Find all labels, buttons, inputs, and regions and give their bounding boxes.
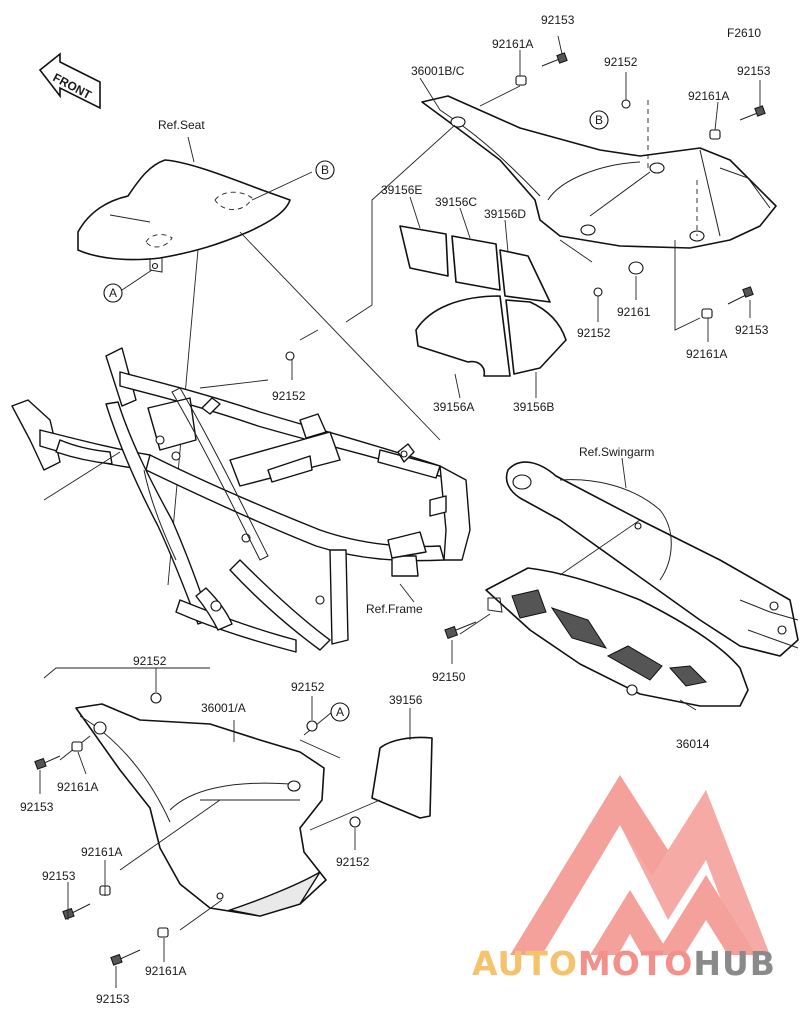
label-92150: 92150 [432,670,466,684]
ref-swingarm-label: Ref.Swingarm [579,445,654,459]
callout-a-seat: A [103,283,123,303]
label-92153-d: 92153 [20,800,54,814]
label-92161a-c: 92161A [686,347,727,361]
label-36014: 36014 [676,737,710,751]
ref-frame-label: Ref.Frame [366,602,423,616]
label-92152-c: 92152 [272,389,306,403]
wordmark-auto: AUTO [472,944,578,983]
label-92161a-f: 92161A [145,964,186,978]
label-39156: 39156 [389,693,423,707]
front-arrow-icon: FRONT [38,52,101,110]
label-39156b: 39156B [513,400,554,414]
label-36001a: 36001/A [201,701,246,715]
svg-text:B: B [321,163,329,177]
swingarm-reference [505,457,799,657]
fastener-frame-92152 [285,351,295,361]
label-92161a-d: 92161A [57,780,98,794]
chain-cover-36014 [459,519,749,711]
seat-reference [77,136,441,586]
fasteners-upper [515,35,766,342]
label-36001bc: 36001B/C [411,64,465,78]
label-92153-c: 92153 [735,323,769,337]
callout-b-seat: B [315,160,335,180]
label-92153-a: 92153 [541,13,575,27]
label-92152-f: 92152 [336,855,370,869]
decal-39156 [309,708,433,831]
automotohub-wordmark: AUTOMOTOHUB [472,944,776,983]
callout-b-upper: B [589,110,609,130]
fastener-92150 [444,621,477,664]
decals-39156-group [399,196,567,399]
label-39156d: 39156D [484,207,526,221]
tail-cover-36001bc [345,77,777,331]
label-92161a-e: 92161A [81,845,122,859]
fasteners-lower [34,668,361,988]
figure-code: F2610 [727,26,761,40]
label-92153-e: 92153 [42,869,76,883]
label-92161a-b: 92161A [688,89,729,103]
label-39156c: 39156C [435,195,477,209]
automotohub-logo-icon [510,775,770,955]
svg-text:A: A [109,286,117,300]
side-cover-36001a [43,667,341,931]
label-92152-e: 92152 [291,680,325,694]
ref-seat-label: Ref.Seat [158,118,205,132]
label-39156a: 39156A [433,400,474,414]
frame-reference [11,329,471,653]
label-92152-a: 92152 [604,55,638,69]
label-92153-b: 92153 [737,64,771,78]
wordmark-hub: HUB [693,944,776,983]
callout-a-lower: A [330,702,350,722]
label-39156e: 39156E [381,183,422,197]
wordmark-moto: MOTO [577,944,694,983]
svg-text:A: A [336,705,344,719]
svg-text:B: B [595,113,603,127]
label-92152-b: 92152 [577,326,611,340]
label-92161: 92161 [617,305,651,319]
label-92153-f: 92153 [96,992,130,1006]
label-92161a-a: 92161A [492,37,533,51]
label-92152-d: 92152 [133,654,167,668]
